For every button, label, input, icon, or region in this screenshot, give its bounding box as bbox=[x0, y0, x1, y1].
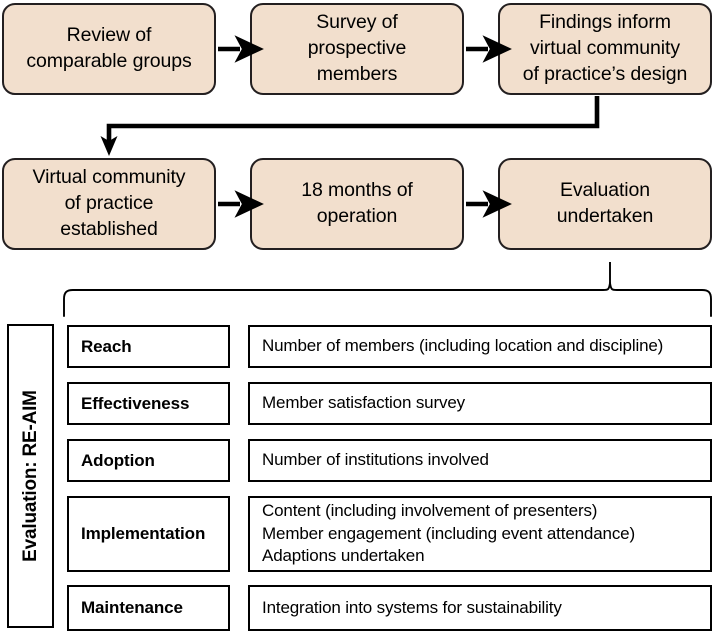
flow-box-label: Virtual community of practice establishe… bbox=[32, 166, 186, 240]
elbow-connector-icon bbox=[100, 96, 600, 156]
reaim-dimension-reach: Reach bbox=[67, 325, 230, 368]
evaluation-sidebar-label: Evaluation: RE-AIM bbox=[19, 390, 41, 562]
reaim-measure-text: Number of institutions involved bbox=[262, 450, 489, 470]
reaim-measure-maintenance: Integration into systems for sustainabil… bbox=[248, 585, 712, 631]
flow-box-review-comparable-groups: Review of comparable groups bbox=[2, 3, 216, 95]
flow-box-vcop-established: Virtual community of practice establishe… bbox=[2, 158, 216, 250]
reaim-measure-adoption: Number of institutions involved bbox=[248, 439, 712, 482]
flow-box-label: Survey of prospective members bbox=[307, 11, 407, 85]
flow-box-survey-prospective-members: Survey of prospective members bbox=[250, 3, 464, 95]
reaim-dimension-implementation: Implementation bbox=[67, 496, 230, 572]
evaluation-sidebar: Evaluation: RE-AIM bbox=[7, 324, 54, 628]
flow-box-label: 18 months of operation bbox=[301, 179, 413, 227]
flow-box-label: Review of comparable groups bbox=[26, 24, 192, 72]
flow-box-evaluation-undertaken: Evaluation undertaken bbox=[498, 158, 712, 250]
reaim-measure-text: Number of members (including location an… bbox=[262, 336, 664, 356]
reaim-measure-text: Member satisfaction survey bbox=[262, 393, 466, 413]
curly-brace-icon bbox=[63, 262, 712, 317]
flow-box-label: Findings inform virtual community of pra… bbox=[522, 11, 688, 85]
flow-box-label: Evaluation undertaken bbox=[556, 179, 654, 227]
flow-box-18-months-operation: 18 months of operation bbox=[250, 158, 464, 250]
flow-box-findings-inform-design: Findings inform virtual community of pra… bbox=[498, 3, 712, 95]
reaim-dimension-effectiveness: Effectiveness bbox=[67, 382, 230, 425]
reaim-measure-text: Content (including involvement of presen… bbox=[262, 500, 636, 566]
reaim-measure-implementation: Content (including involvement of presen… bbox=[248, 496, 712, 572]
reaim-measure-text: Integration into systems for sustainabil… bbox=[262, 597, 562, 617]
reaim-dimension-adoption: Adoption bbox=[67, 439, 230, 482]
reaim-measure-reach: Number of members (including location an… bbox=[248, 325, 712, 368]
reaim-measure-effectiveness: Member satisfaction survey bbox=[248, 382, 712, 425]
reaim-table: Reach Number of members (including locat… bbox=[67, 324, 712, 631]
reaim-dimension-maintenance: Maintenance bbox=[67, 585, 230, 631]
